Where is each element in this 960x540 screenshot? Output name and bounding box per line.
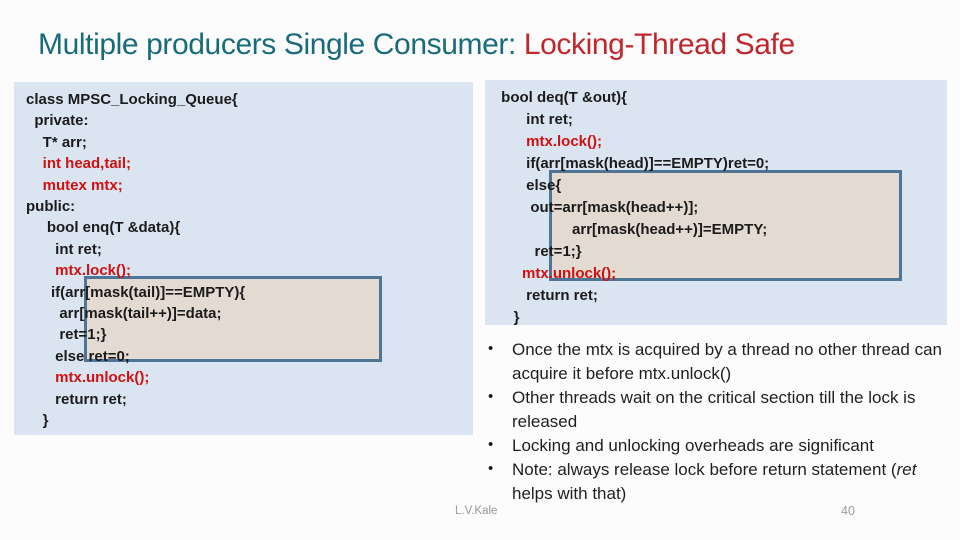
code-line: bool enq(T &data){ (26, 219, 181, 237)
page-title: Multiple producers Single Consumer: Lock… (38, 28, 795, 62)
bullet-item: • Note: always release lock before return… (486, 458, 952, 506)
page-number: 40 (841, 504, 855, 518)
code-line: if(arr[mask(tail)]==EMPTY){ (26, 283, 246, 301)
code-line: ret=1;} (26, 326, 107, 344)
bullet-text-italic: ret (896, 460, 917, 479)
highlight-box-dequeue-critical-section (549, 170, 902, 281)
code-line: private: (26, 112, 89, 130)
code-line: else{ (497, 177, 562, 194)
bullet-text: Other threads wait on the critical secti… (512, 388, 915, 431)
code-line: class MPSC_Locking_Queue{ (26, 91, 238, 108)
bullet-text-segment: Other threads wait on the critical secti… (512, 388, 916, 431)
code-line: return ret; (26, 390, 127, 408)
code-line: arr[mask(tail++)]=data; (26, 305, 222, 323)
code-line: int ret; (497, 111, 573, 128)
code-lines-dequeue: bool deq(T &out){ int ret; mtx.lock(); i… (485, 80, 947, 329)
bullet-marker: • (488, 436, 494, 453)
code-line: T* arr; (26, 133, 87, 151)
bullet-item: • Other threads wait on the critical sect… (486, 386, 952, 434)
code-line: if(arr[mask(head)]==EMPTY)ret=0; (497, 155, 770, 172)
code-line: } (497, 309, 520, 326)
bullet-text-segment: Note: always release lock before return … (512, 460, 897, 479)
code-lines-enqueue: class MPSC_Locking_Queue{ private: T* ar… (14, 82, 473, 432)
bullet-marker: • (488, 388, 494, 405)
bullet-text-segment: helps with that) (512, 484, 627, 503)
footer-author: L.V.Kale (455, 505, 498, 517)
code-line: out=arr[mask(head++)]; (497, 199, 699, 216)
bullet-marker: • (488, 340, 494, 357)
title-highlight: Locking-Thread Safe (523, 28, 795, 61)
code-line: public: (26, 198, 76, 216)
code-line: else ret=0; (26, 347, 130, 365)
bullet-item: • Once the mtx is acquired by a thread no… (486, 338, 952, 386)
code-block-enqueue: class MPSC_Locking_Queue{ private: T* ar… (14, 82, 473, 435)
code-line: return ret; (497, 287, 598, 304)
code-line: } (26, 412, 49, 430)
code-line: mtx.lock(); (26, 262, 132, 280)
bullet-list: • Once the mtx is acquired by a thread no… (486, 338, 952, 506)
bullet-item: • Locking and unlocking overheads are sig… (486, 434, 952, 458)
code-line: mtx.lock(); (497, 133, 603, 150)
bullet-text: Note: always release lock before return … (512, 460, 916, 503)
code-block-dequeue: bool deq(T &out){ int ret; mtx.lock(); i… (485, 80, 947, 326)
code-line: bool deq(T &out){ (497, 89, 627, 106)
code-line: mutex mtx; (26, 176, 123, 194)
code-line: ret=1;} (497, 243, 582, 260)
bullet-text: Once the mtx is acquired by a thread no … (512, 340, 942, 383)
code-line: arr[mask(head++)]=EMPTY; (497, 221, 768, 238)
bullet-text-segment: Once the mtx is acquired by a thread no … (512, 340, 942, 383)
bullet-text: Locking and unlocking overheads are sign… (512, 436, 874, 455)
code-line: mtx.unlock(); (497, 265, 617, 282)
code-line: mtx.unlock(); (26, 369, 150, 387)
bullet-text-segment: Locking and unlocking overheads are sign… (512, 436, 874, 455)
highlight-box-enqueue-critical-section (84, 276, 382, 362)
title-main: Multiple producers Single Consumer: (38, 28, 524, 61)
code-line: int head,tail; (26, 155, 132, 173)
code-line: int ret; (26, 240, 102, 258)
bullet-marker: • (488, 460, 494, 477)
